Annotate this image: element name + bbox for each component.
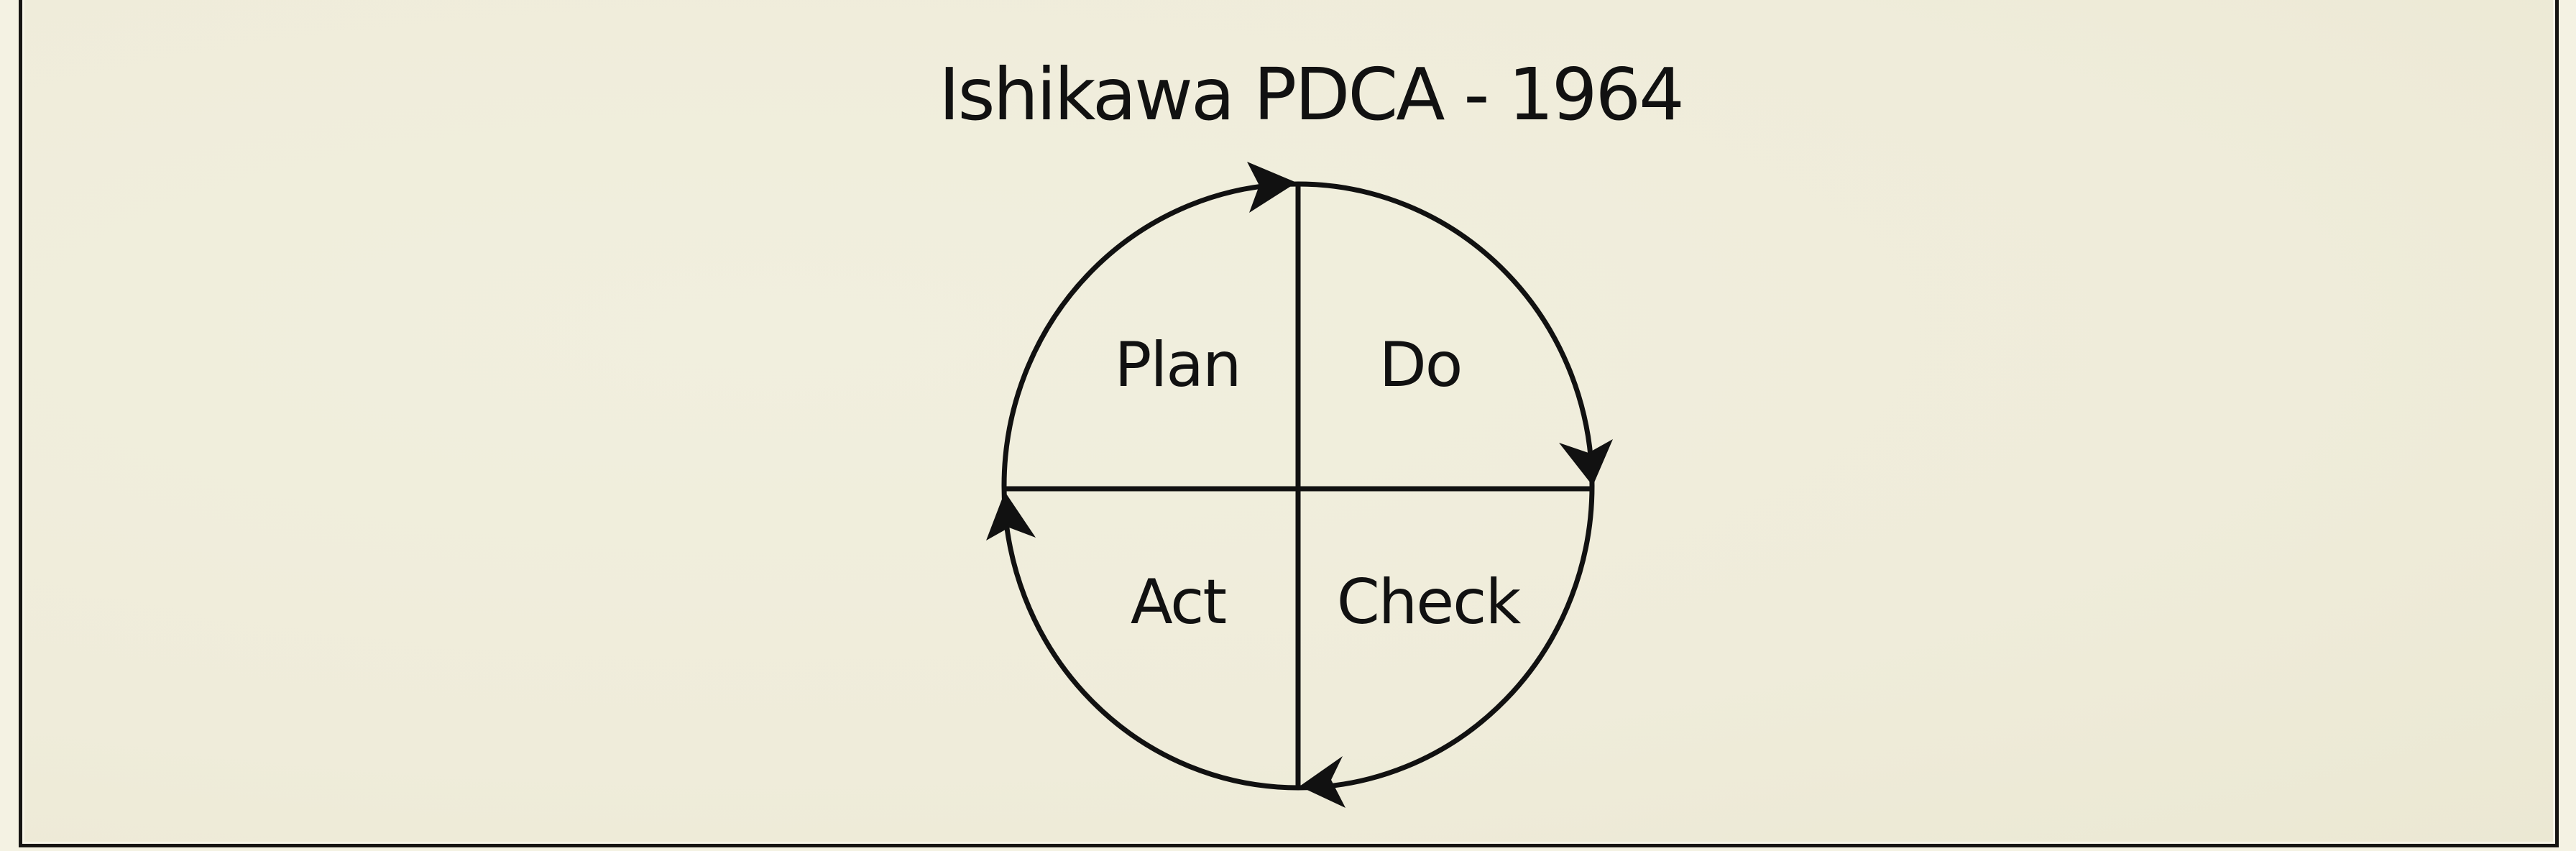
diagram-title: Ishikawa PDCA - 1964 — [939, 52, 1685, 137]
arrow-check-to-act-icon — [1300, 756, 1346, 808]
quadrant-plan-label: Plan — [1114, 329, 1242, 401]
arrow-do-to-check-icon — [1559, 439, 1613, 486]
quadrant-check-label: Check — [1336, 566, 1522, 638]
arrow-plan-to-do-icon — [1247, 162, 1297, 213]
page-frame — [19, 0, 2559, 847]
quadrant-do-label: Do — [1379, 329, 1463, 401]
quadrant-act-label: Act — [1130, 566, 1227, 638]
arrow-act-to-plan-icon — [986, 492, 1036, 540]
